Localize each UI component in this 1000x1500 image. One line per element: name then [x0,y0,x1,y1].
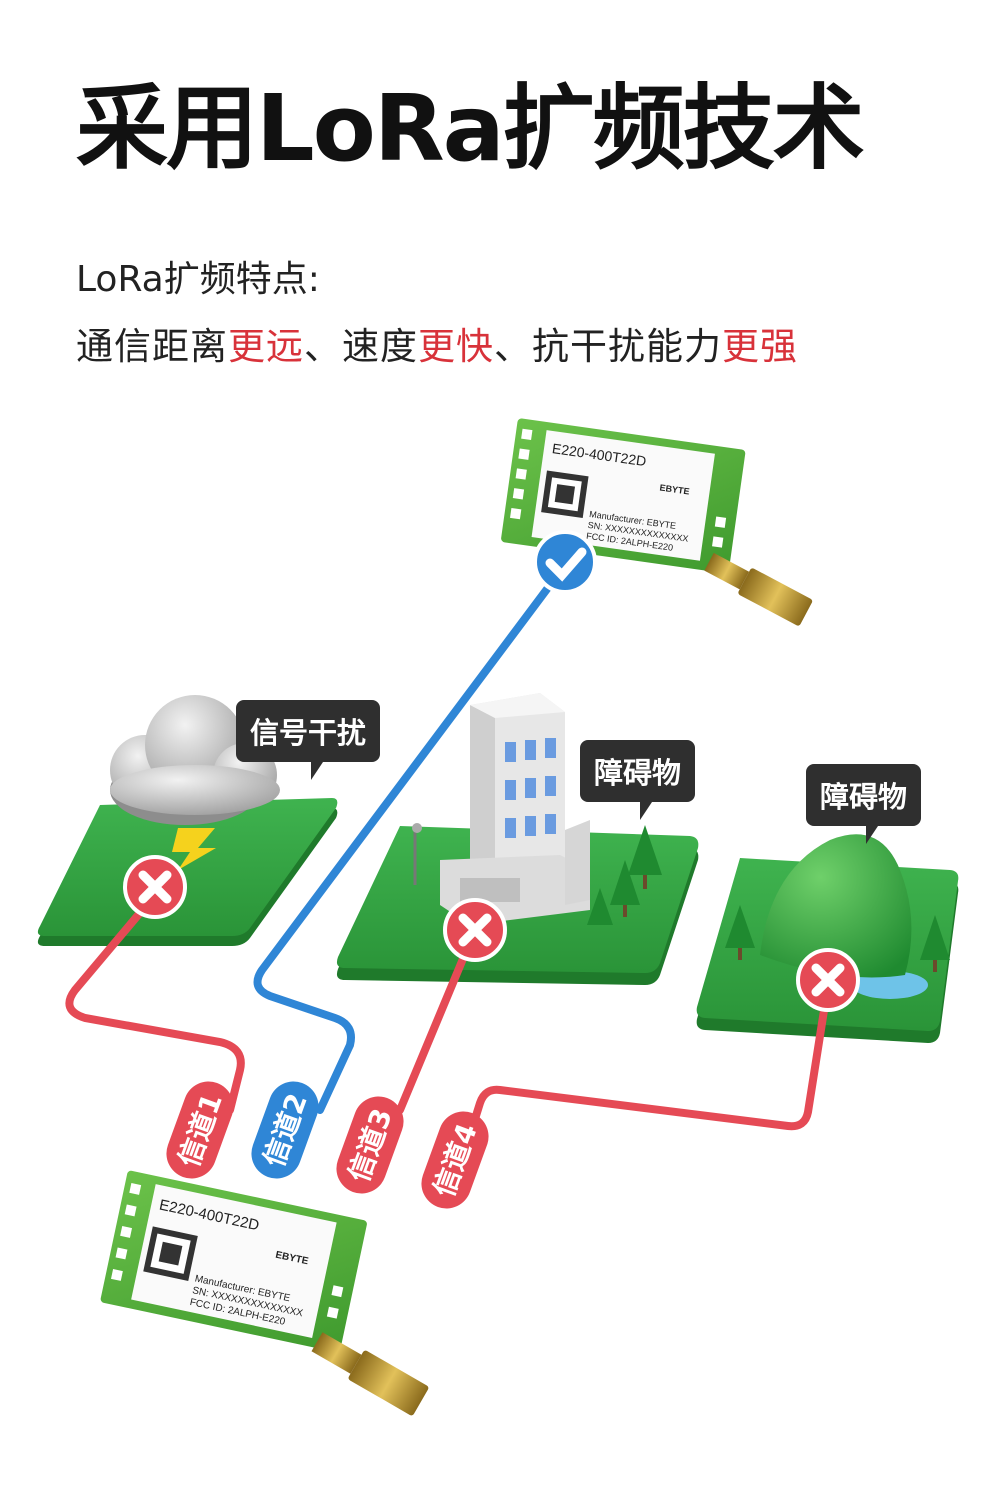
feature-text: 、速度 [304,325,418,368]
feature-highlight: 更强 [722,325,798,368]
check-icon [533,530,597,594]
channel-1-line [65,891,245,1114]
callout-obstacle-building: 障碍物 [580,740,696,820]
page-subtitle: LoRa扩频特点: [76,259,320,300]
module-top-brand: EBYTE [659,482,690,496]
hill [760,834,912,978]
channel-1-capsule: 信道1 [166,1081,234,1179]
feature-highlight: 更远 [228,325,304,368]
x-icon [443,898,507,962]
channel-2-capsule: 信道2 [251,1081,319,1179]
callout-signal-interference: 信号干扰 [236,700,381,780]
channel-3-line [396,926,479,1114]
office-building [440,693,590,925]
lightning-icon [172,828,216,870]
channel-4-line [466,981,832,1139]
x-icon [796,948,860,1012]
page-title: 采用LoRa扩频技术 [76,75,865,182]
feature-text: 、抗干扰能力 [494,325,722,368]
features-line: 通信距离更远、速度更快、抗干扰能力更强 [76,316,798,370]
module-bottom: E220-400T22D EBYTE Manufacturer: EBYTE S… [100,1170,367,1353]
antenna-bottom [311,1332,429,1416]
x-icon [123,855,187,919]
antenna-top [704,552,813,626]
feature-highlight: 更快 [418,325,494,368]
feature-text: 通信距离 [76,325,228,368]
trees [587,825,950,972]
lake [852,971,928,999]
callout-obstacle-hill: 障碍物 [806,764,922,844]
channel-2-line [253,561,569,1114]
channel-4-capsule: 信道4 [421,1111,489,1209]
street-lamp [412,823,422,885]
ground-tile-storm [37,798,338,946]
storm-cloud [110,695,280,825]
